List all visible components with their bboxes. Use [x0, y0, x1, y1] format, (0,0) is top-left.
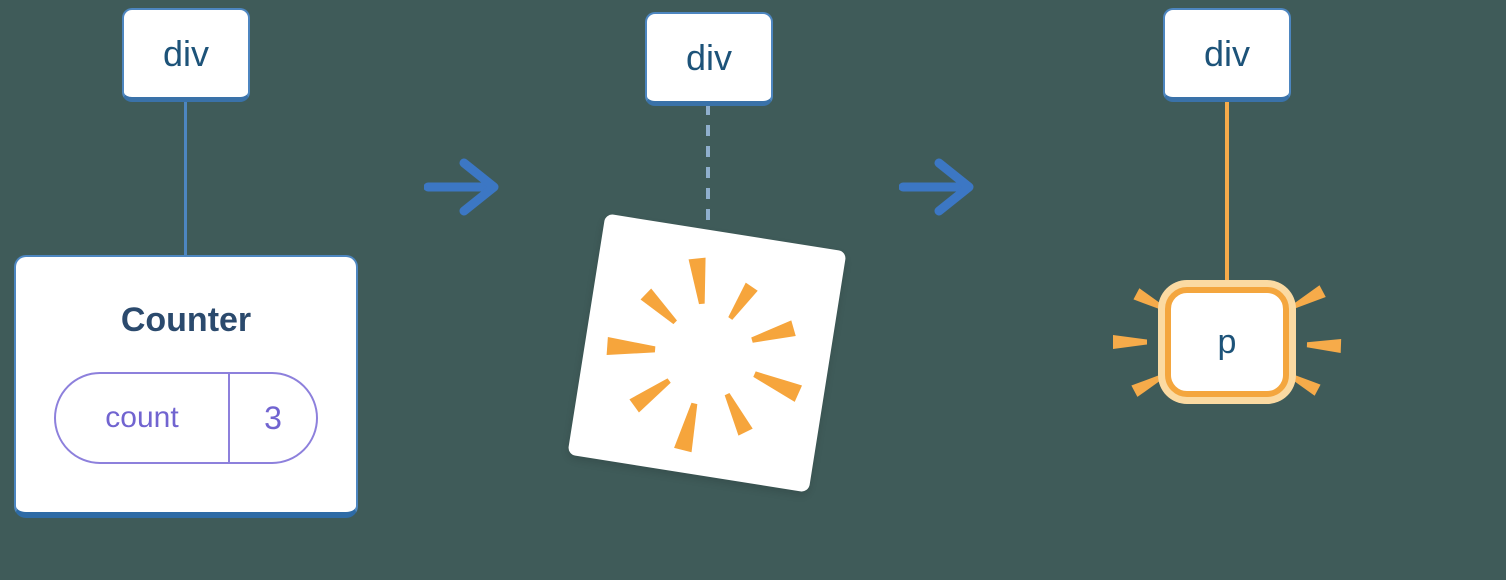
new-node-p: p: [1165, 287, 1289, 397]
state-value: 3: [264, 399, 282, 436]
dom-node-label: div: [1203, 32, 1251, 74]
dom-node-div-2: div: [645, 12, 773, 106]
dom-node-label: p: [1217, 322, 1237, 361]
state-pill: count 3: [54, 372, 318, 464]
state-key: count: [56, 374, 230, 462]
dom-node-label: div: [685, 36, 733, 78]
right-arrow-icon: [423, 156, 500, 218]
deleted-node-poof: [567, 213, 847, 493]
component-title: Counter: [120, 301, 252, 339]
dom-node-label: div: [162, 32, 210, 74]
counter-component-card: Counter count 3: [14, 255, 358, 518]
right-arrow-icon: [898, 156, 975, 218]
tree-edge-solid: [184, 101, 187, 257]
tree-edge-orange: [1225, 101, 1229, 293]
dom-node-div-3: div: [1163, 8, 1291, 102]
tree-edge-dashed: [706, 104, 710, 240]
explosion-burst-icon: [606, 257, 803, 453]
dom-node-div-1: div: [122, 8, 250, 102]
